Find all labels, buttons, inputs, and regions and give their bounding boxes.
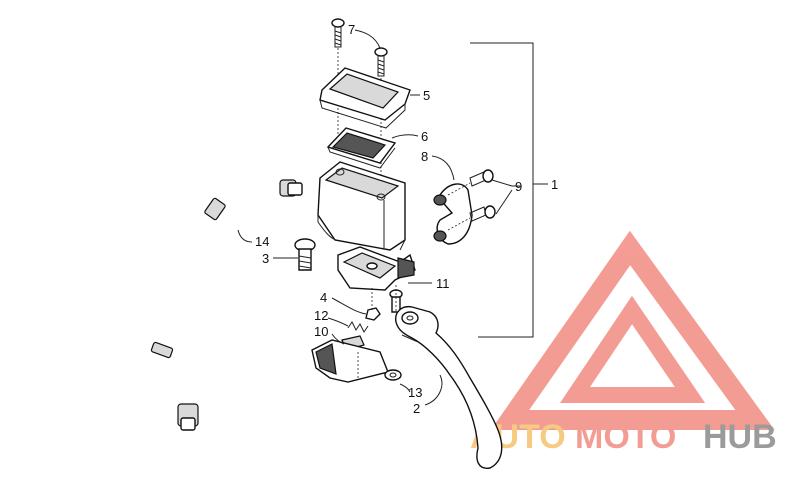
callout-4: 4 (320, 290, 327, 305)
watermark-hub-text: HUB (703, 418, 777, 456)
clamp-screw-9b (447, 205, 496, 231)
callout-13: 13 (408, 385, 422, 400)
callout-9: 9 (515, 179, 522, 194)
watermark-triangle-outer (490, 230, 775, 430)
leader-lines (237, 29, 520, 406)
callout-12: 12 (314, 308, 328, 323)
reservoir-cover (319, 67, 411, 129)
callout-8: 8 (421, 149, 428, 164)
handlebar-clamp (433, 183, 473, 245)
callout-7: 7 (348, 22, 355, 37)
brake-lever (395, 305, 503, 469)
brake-hose (114, 177, 303, 431)
assembly-bracket (470, 42, 548, 338)
callout-3: 3 (262, 251, 269, 266)
callout-10: 10 (314, 324, 328, 339)
washer (384, 369, 402, 381)
diaphragm (326, 127, 397, 169)
callout-1: 1 (551, 177, 558, 192)
callout-6: 6 (421, 129, 428, 144)
callout-11: 11 (436, 276, 450, 291)
screw-7b (374, 47, 388, 190)
callout-5: 5 (423, 88, 430, 103)
spring (347, 321, 369, 333)
pivot-nut (365, 288, 381, 321)
watermark-moto-text: MOTO (575, 418, 676, 456)
clamp-screw-9a (447, 169, 494, 196)
master-cylinder-body (317, 161, 416, 291)
callout-2: 2 (413, 401, 420, 416)
lever-block (311, 339, 389, 383)
banjo-bolt (294, 238, 316, 271)
pivot-bolt (389, 285, 403, 313)
watermark-logo: AUTO MOTO HUB (470, 230, 777, 456)
callout-14: 14 (255, 234, 269, 249)
watermark-triangle-inner (560, 295, 706, 403)
callout-labels: 1 2 3 4 5 6 7 8 9 10 11 12 13 14 (255, 22, 558, 416)
